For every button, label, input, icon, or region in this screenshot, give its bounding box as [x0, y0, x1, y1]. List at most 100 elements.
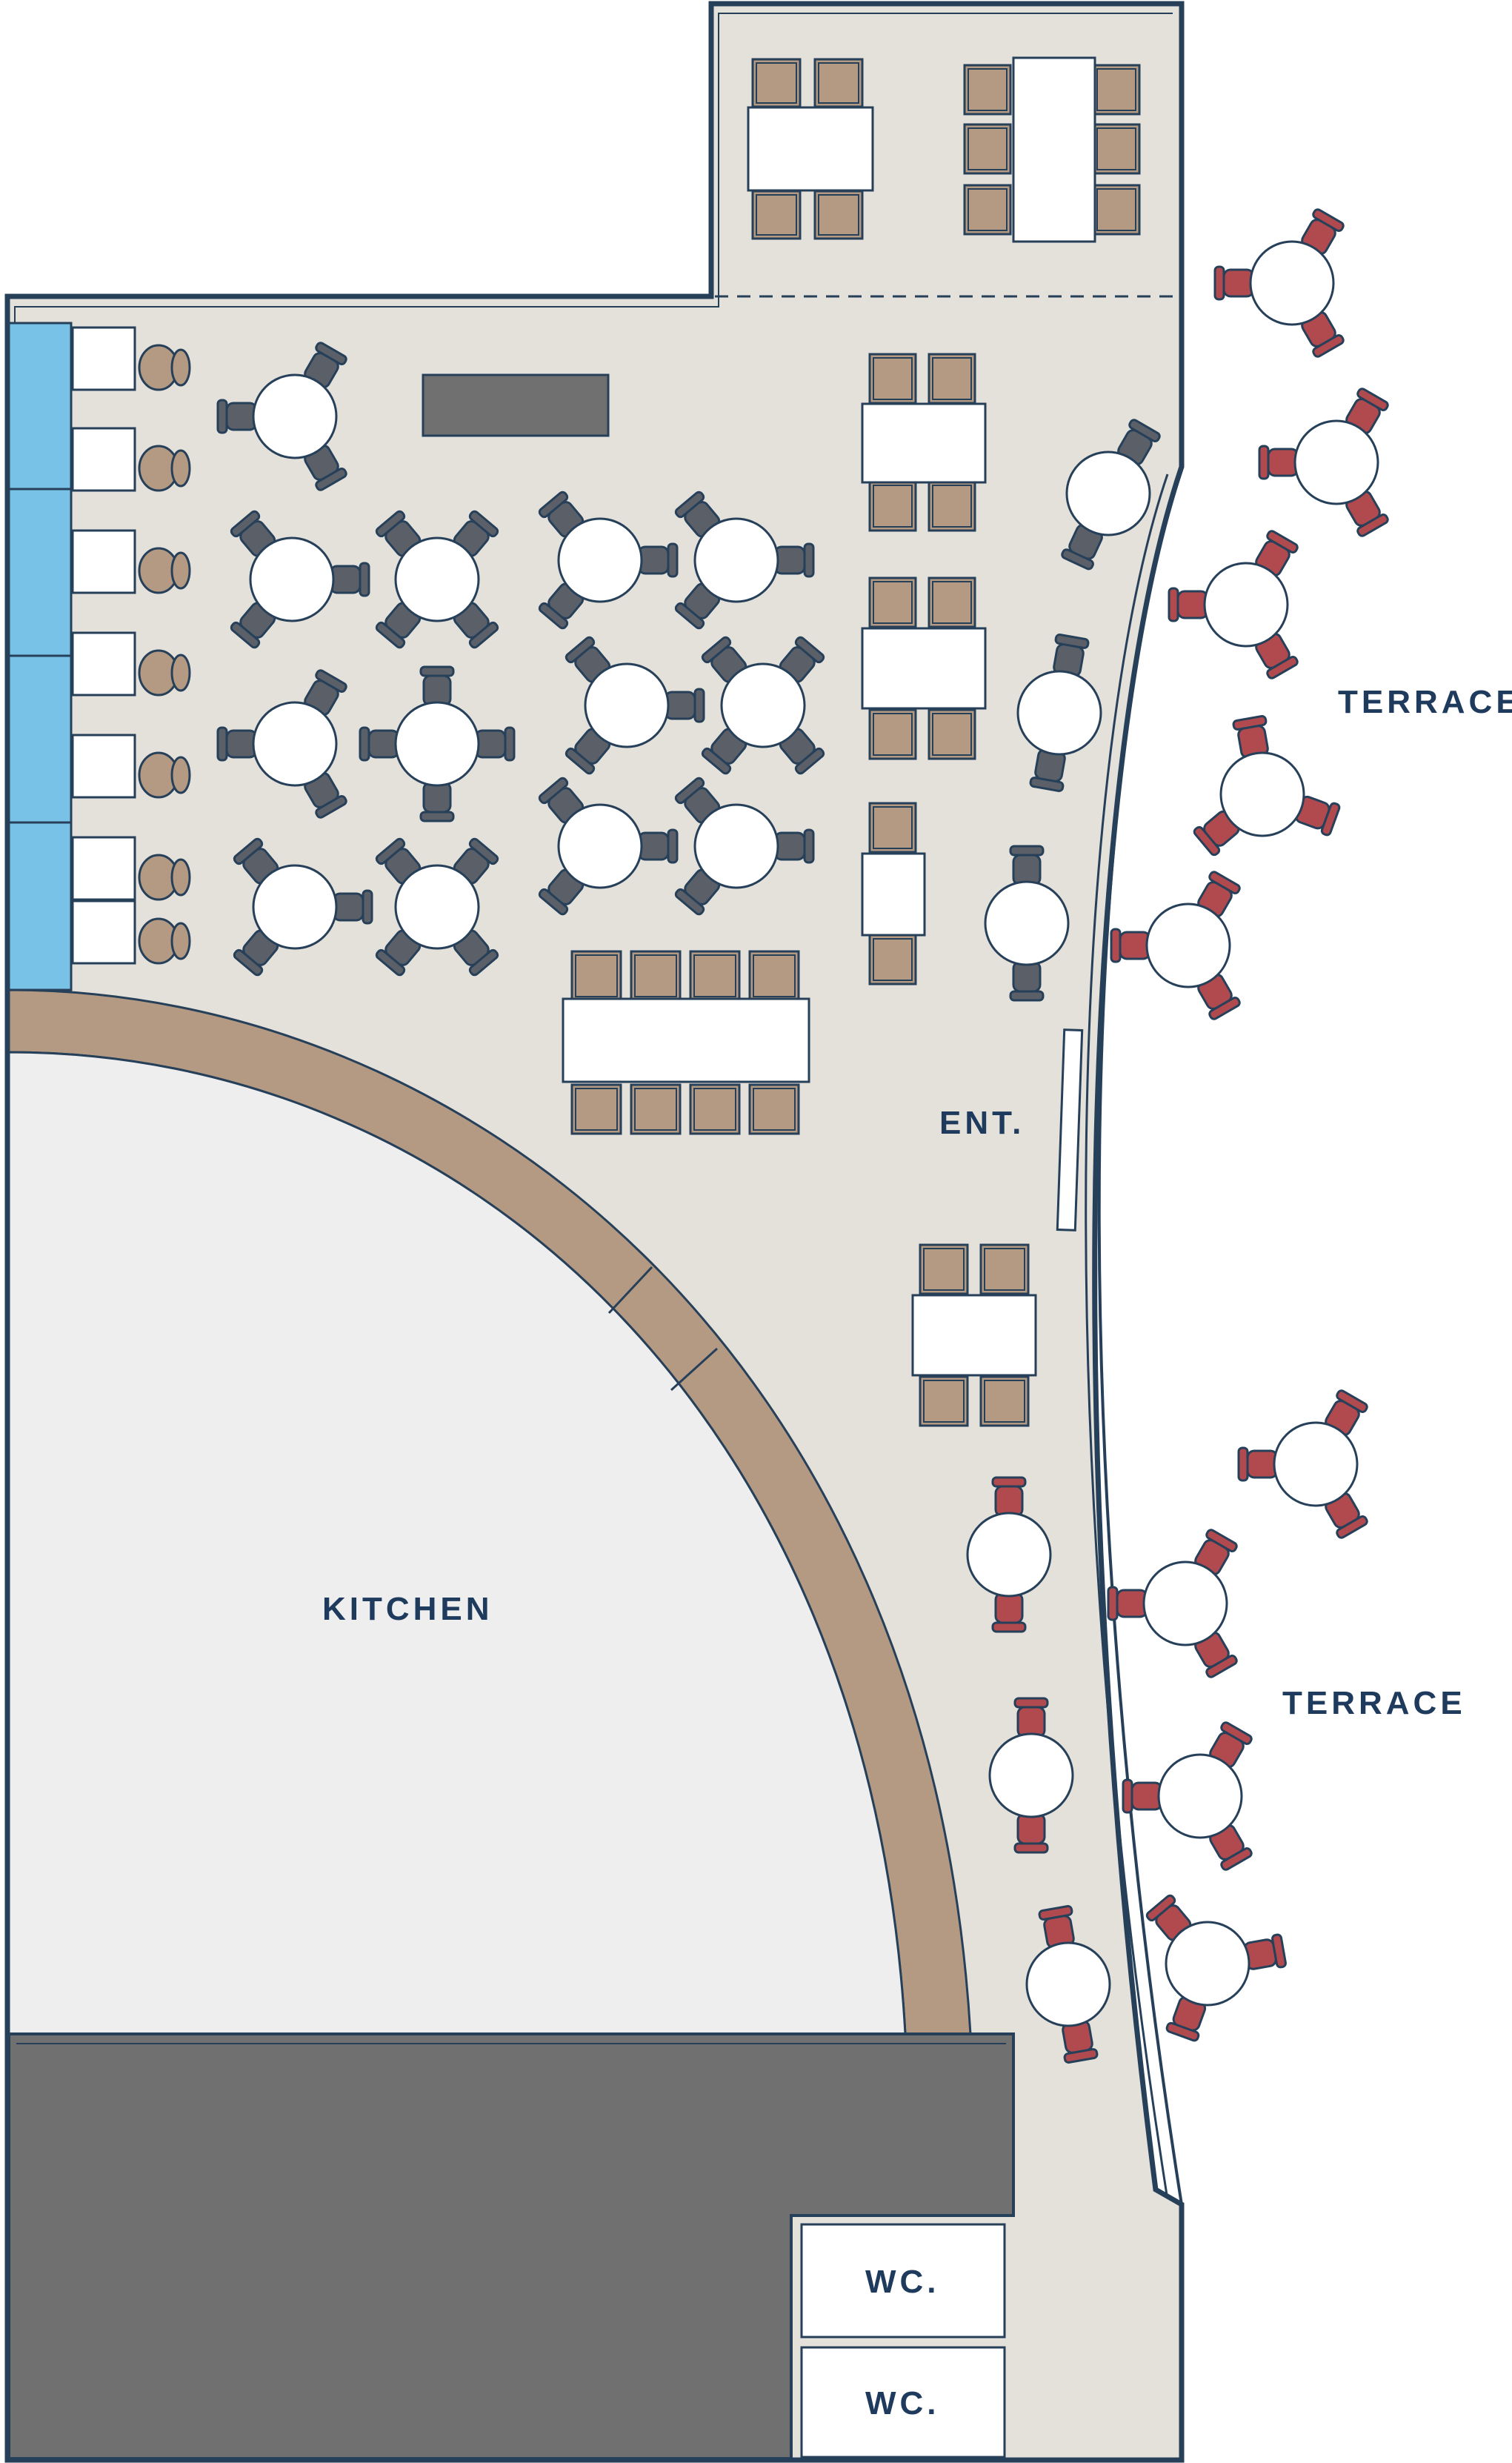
chair-icon — [1013, 1697, 1049, 1738]
chair-icon — [1168, 587, 1209, 622]
chair-frame — [818, 62, 859, 104]
round-table-icon — [1157, 1753, 1243, 1839]
chair-frame — [693, 1088, 736, 1131]
chair-icon — [868, 576, 917, 628]
kitchen-floor — [7, 1051, 907, 2035]
stool-back — [170, 756, 191, 794]
chair-frame — [756, 194, 797, 236]
chair-icon — [927, 480, 976, 532]
chair-back — [216, 399, 228, 434]
chair-back — [375, 510, 406, 538]
chair-icon — [748, 950, 800, 1002]
chair-back — [538, 491, 569, 519]
chair-frame — [932, 713, 972, 756]
chair-icon — [664, 688, 705, 723]
chair-back — [803, 828, 815, 864]
chair-back — [1009, 845, 1045, 857]
chair-back — [991, 1621, 1027, 1633]
chair-back — [233, 948, 264, 977]
chair-icon — [1237, 1446, 1279, 1482]
chair-frame — [873, 581, 913, 624]
chair-frame — [756, 62, 797, 104]
chair-back — [375, 837, 406, 865]
chair-icon — [332, 889, 373, 925]
chair-seat — [927, 708, 976, 760]
chair-back — [667, 542, 679, 578]
chair-back — [538, 777, 569, 805]
chair-seat — [919, 1243, 969, 1295]
chair-icon — [1009, 960, 1045, 1002]
chair-seat — [570, 950, 622, 1002]
chair-icon — [963, 123, 1012, 175]
chair-frame — [634, 1088, 677, 1131]
entrance-label: ENT. — [939, 1105, 1025, 1141]
round-table-icon — [252, 373, 338, 459]
chair-frame — [923, 1248, 965, 1291]
chair-icon — [689, 1083, 741, 1135]
round-table-icon — [249, 536, 335, 622]
bar-counter-seat — [71, 529, 136, 594]
chair-seat — [868, 480, 917, 532]
chair-back — [674, 602, 705, 630]
chair-icon — [419, 781, 455, 822]
round-table-icon — [1016, 670, 1102, 756]
chair-icon — [927, 708, 976, 760]
chair-back — [1232, 715, 1268, 731]
chair-seat — [332, 892, 364, 922]
chair-back — [1220, 1721, 1253, 1745]
chair-seat — [994, 1592, 1024, 1624]
chair-back — [667, 828, 679, 864]
chair-seat — [1092, 64, 1141, 116]
terrace-label-south: TERRACE — [1282, 1685, 1466, 1721]
chair-seat — [994, 1485, 1024, 1518]
rect-table-icon — [861, 627, 987, 710]
chair-back — [1266, 530, 1299, 554]
chair-icon — [1092, 184, 1141, 236]
chair-icon — [1062, 2020, 1099, 2064]
chair-icon — [773, 828, 815, 864]
chair-back — [230, 510, 261, 538]
chair-icon — [1258, 445, 1299, 480]
chair-seat — [927, 480, 976, 532]
chair-frame — [693, 954, 736, 997]
chair-frame — [968, 127, 1008, 170]
rect-table-icon — [562, 997, 810, 1083]
wc-room-lower — [800, 2346, 1006, 2459]
rect-table-icon — [911, 1294, 1037, 1377]
service-block — [7, 2032, 1015, 2460]
chair-icon — [1110, 928, 1151, 963]
chair-back — [1168, 587, 1179, 622]
bar-counter-seat — [71, 326, 136, 391]
wc-label-upper: WC. — [865, 2264, 940, 2300]
chair-seat — [1222, 268, 1255, 298]
chair-icon — [637, 542, 679, 578]
chair-frame — [873, 357, 913, 400]
chair-icon — [1038, 1905, 1075, 1949]
round-table-icon — [984, 880, 1070, 966]
chair-frame — [575, 1088, 618, 1131]
round-table-icon — [988, 1732, 1074, 1818]
chair-icon — [329, 562, 370, 597]
counter-joint — [607, 1266, 653, 1314]
chair-seat — [813, 190, 864, 240]
chair-back — [1009, 990, 1045, 1002]
chair-back — [1336, 1389, 1368, 1413]
chair-seat — [773, 545, 806, 575]
chair-back — [1029, 777, 1065, 792]
counter-joint — [670, 1347, 719, 1392]
chair-back — [701, 747, 732, 775]
chair-back — [1271, 1933, 1287, 1969]
chair-back — [693, 688, 705, 723]
chair-icon — [474, 726, 516, 762]
chair-back — [1208, 871, 1241, 894]
chair-frame — [873, 713, 913, 756]
chair-seat — [748, 1083, 800, 1135]
chair-frame — [923, 1380, 965, 1423]
chair-back — [504, 726, 516, 762]
chair-seat — [773, 831, 806, 861]
chair-seat — [422, 781, 452, 814]
chair-frame — [1096, 127, 1136, 170]
stool-back — [170, 551, 191, 590]
chair-back — [1220, 1847, 1253, 1871]
facade-glazing-outer — [1097, 466, 1183, 2205]
